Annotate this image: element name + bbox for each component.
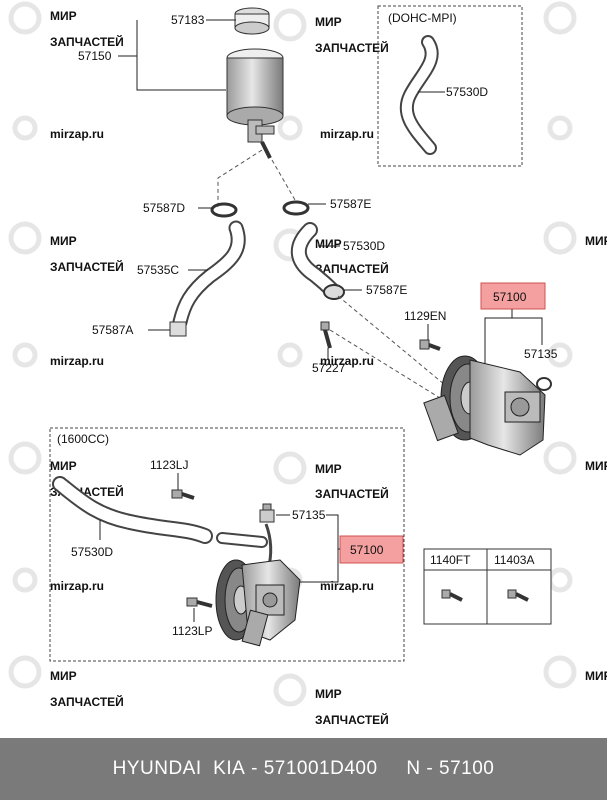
label-57530D-cc: 57530D xyxy=(71,545,113,559)
watermark-url: mirzap.ru xyxy=(320,127,374,141)
label-57530D-mid: 57530D xyxy=(343,239,385,253)
label-57587A: 57587A xyxy=(92,323,133,337)
part-highlight-57100-cc xyxy=(339,535,404,564)
table-header-11403A: 11403A xyxy=(494,553,534,567)
watermark-line1: МИР xyxy=(315,687,342,701)
dashed-guide-pump xyxy=(329,329,441,399)
label-57587D: 57587D xyxy=(143,201,185,215)
label-57535C: 57535C xyxy=(137,263,179,277)
watermark-line2: ЗАПЧАСТЕЙ xyxy=(50,694,124,709)
dohc-section-label: (DOHC-MPI) xyxy=(388,11,457,25)
label-57100-cc: 57100 xyxy=(350,543,384,557)
table-header-1140FT: 1140FT xyxy=(430,553,471,567)
watermark-line2: ЗАПЧАСТЕЙ xyxy=(315,261,389,276)
dohc-section-box xyxy=(377,5,523,167)
watermark-line1: МИР xyxy=(315,462,342,476)
label-57183: 57183 xyxy=(171,13,205,27)
watermark-line1: МИР xyxy=(585,669,607,683)
footer-separator: - xyxy=(245,758,264,779)
fastener-table xyxy=(423,548,552,625)
watermark-line1: МИР xyxy=(50,669,77,683)
bolt-1123lj xyxy=(171,489,195,500)
label-57150: 57150 xyxy=(78,49,112,63)
dashed-guide-left xyxy=(217,149,263,208)
watermark-url: mirzap.ru xyxy=(50,579,104,593)
label-57227: 57227 xyxy=(312,361,346,375)
part-highlight-57100-main xyxy=(480,282,546,310)
bolt-1140ft-icon xyxy=(441,589,463,602)
label-1123LP: 1123LP xyxy=(172,624,212,638)
watermark-line1: МИР xyxy=(315,15,342,29)
bolt-1123lp xyxy=(186,597,213,608)
watermark-line2: ЗАПЧАСТЕЙ xyxy=(50,34,124,49)
watermark-url: mirzap.ru xyxy=(50,127,104,141)
watermark-url: mirzap.ru xyxy=(50,354,104,368)
watermark-line1: МИР xyxy=(50,459,77,473)
watermark-line1: МИР xyxy=(585,234,607,248)
label-57530D-dohc: 57530D xyxy=(446,85,488,99)
watermark-url: mirzap.ru xyxy=(320,579,374,593)
cc1600-section-label: (1600CC) xyxy=(57,432,109,446)
watermark-line1: МИР xyxy=(50,9,77,23)
fitting-57135-cc xyxy=(259,503,275,523)
clamp-57587e-mid xyxy=(323,284,345,300)
bracket-57100-main xyxy=(484,309,513,368)
watermark-logo-icon xyxy=(8,1,577,707)
watermark-url: mirzap.ru xyxy=(320,354,374,368)
clamp-57587a xyxy=(169,321,187,337)
oring-57135-main xyxy=(536,377,552,391)
parts-diagram: МИР ЗАПЧАСТЕЙ МИР ЗАПЧАСТЕЙ mirzap.ru mi… xyxy=(8,1,607,727)
footer-ref-number: 57100 xyxy=(439,758,495,779)
bracket-57150 xyxy=(136,56,226,91)
footer-bar: HYUNDAI KIA - 571001D400 N - 57100 xyxy=(0,738,607,800)
bracket-57100-cc xyxy=(300,514,339,583)
footer-brand: HYUNDAI KIA xyxy=(112,758,246,779)
reservoir-cap xyxy=(234,7,270,35)
watermark-line1: МИР xyxy=(315,237,342,251)
watermark-line1: МИР xyxy=(50,234,77,248)
label-57587E-top: 57587E xyxy=(330,197,371,211)
power-steering-pump-main xyxy=(423,355,546,456)
label-57135-main: 57135 xyxy=(524,347,558,361)
reservoir-tank xyxy=(226,48,284,159)
cc1600-section-box xyxy=(49,427,405,662)
clamp-57587d xyxy=(210,202,238,218)
footer-part-number: 571001D400 xyxy=(263,758,378,779)
bolt-1129en xyxy=(419,339,441,351)
label-57587E-mid: 57587E xyxy=(366,283,407,297)
label-1123LJ: 1123LJ xyxy=(150,458,188,472)
watermark-line1: МИР xyxy=(585,459,607,473)
power-steering-pump-cc xyxy=(215,559,301,647)
clamp-57587e-top xyxy=(282,200,310,216)
bolt-11403a-icon xyxy=(507,589,529,602)
watermark-line2: ЗАПЧАСТЕЙ xyxy=(315,486,389,501)
label-57100-main: 57100 xyxy=(493,290,527,304)
dashed-guide-right xyxy=(271,159,296,201)
watermark-line2: ЗАПЧАСТЕЙ xyxy=(315,712,389,727)
bolt-57227 xyxy=(320,321,332,349)
watermark-line2: ЗАПЧАСТЕЙ xyxy=(315,40,389,55)
watermark-line2: ЗАПЧАСТЕЙ xyxy=(50,259,124,274)
label-57135-cc: 57135 xyxy=(292,508,326,522)
label-1129EN: 1129EN xyxy=(404,309,446,323)
footer-separator-2: N - xyxy=(377,758,440,779)
